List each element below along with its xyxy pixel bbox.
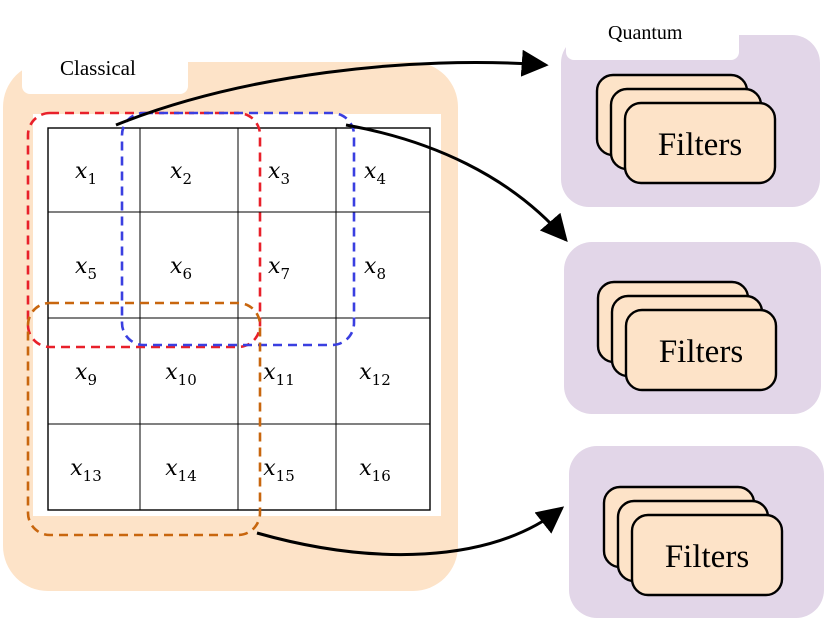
arrow-red-to-quantum-1	[115, 49, 549, 127]
classical-label: Classical	[60, 56, 136, 80]
cell-subscript: 16	[372, 467, 391, 485]
filter-card	[623, 101, 777, 185]
cell-subscript: 7	[280, 265, 290, 283]
filters-label: Filters	[659, 334, 743, 370]
arrow-blue-to-quantum-2	[345, 123, 568, 243]
cell-subscript: 13	[83, 467, 102, 485]
filter-card	[624, 308, 778, 392]
arrows	[115, 49, 568, 557]
filter-stack-3: Filters	[602, 485, 784, 597]
cell-subscript: 11	[276, 371, 295, 389]
quantum-label: Quantum	[608, 22, 683, 44]
grid-cell	[335, 423, 431, 511]
cell-subscript: 14	[178, 467, 197, 485]
cell-subscript: 8	[376, 265, 386, 283]
quantum-label-tab	[566, 14, 739, 60]
cell-subscript: 10	[178, 371, 197, 389]
filter-card	[630, 513, 784, 597]
cell-subscript: 9	[87, 371, 97, 389]
filter-stack-2: Filters	[596, 280, 778, 392]
cell-subscript: 4	[376, 170, 386, 188]
cell-subscript: 3	[280, 170, 290, 188]
cell-subscript: 5	[87, 265, 97, 283]
cell-subscript: 12	[372, 371, 391, 389]
cell-label: x11	[263, 360, 295, 389]
filters-label: Filters	[658, 127, 742, 163]
classical-label-tab	[22, 42, 188, 94]
filter-stack-1: Filters	[595, 73, 777, 185]
classical-inner-white	[33, 114, 441, 516]
classical-panel: Classical	[3, 42, 458, 591]
cell-subscript: 6	[182, 265, 192, 283]
arrow-orange-to-quantum-3	[256, 506, 565, 557]
cell-subscript: 15	[276, 467, 295, 485]
window-orange	[26, 301, 262, 537]
cell-subscript: 2	[182, 170, 192, 188]
filters-label: Filters	[665, 539, 749, 575]
window-blue	[120, 111, 356, 347]
cell-subscript: 1	[87, 170, 97, 188]
